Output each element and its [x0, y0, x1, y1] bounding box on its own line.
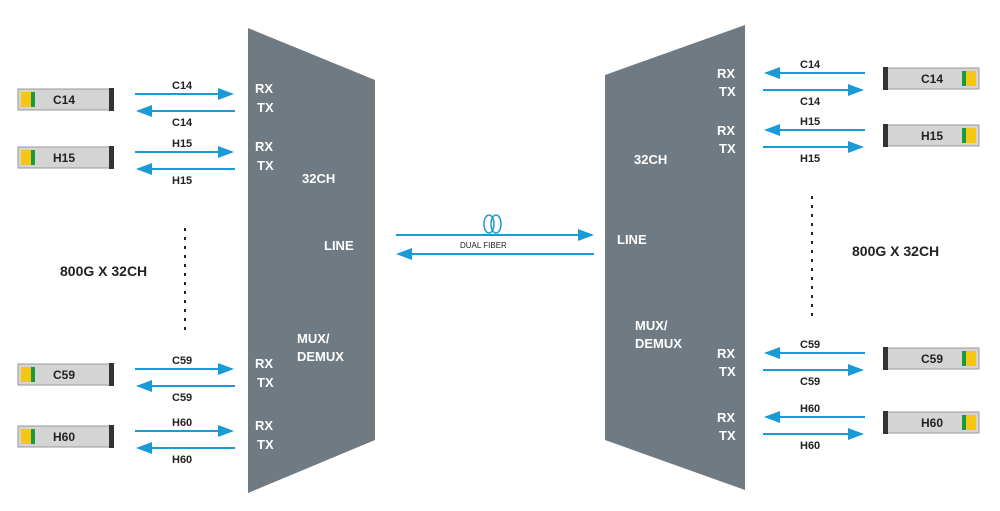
channel-label-top: C14	[172, 80, 193, 92]
tx-label: TX	[257, 100, 274, 115]
left-mux-label: MUX/	[297, 331, 330, 346]
rx-label: RX	[717, 123, 735, 138]
tx-label: TX	[719, 141, 736, 156]
channel-label-top: C59	[800, 339, 820, 351]
right-mux-demux	[605, 25, 745, 490]
channel-label-bottom: C59	[800, 376, 820, 388]
module-label: C14	[53, 93, 75, 107]
connector-bracket-icon	[883, 67, 888, 90]
channel-label-bottom: H60	[172, 454, 192, 466]
latch-icon	[966, 71, 976, 86]
led-icon	[31, 429, 35, 444]
fiber-coil-icon	[483, 214, 502, 234]
latch-icon	[966, 415, 976, 430]
led-icon	[962, 128, 966, 143]
connector-bracket-icon	[883, 124, 888, 147]
right-title: 32CH	[634, 152, 667, 167]
channel-label-top: H60	[172, 417, 192, 429]
rx-label: RX	[717, 66, 735, 81]
rx-label: RX	[255, 418, 273, 433]
led-icon	[31, 150, 35, 165]
left-capacity: 800G X 32CH	[60, 263, 147, 279]
rx-label: RX	[255, 139, 273, 154]
rx-label: RX	[717, 346, 735, 361]
channel-label-bottom: H15	[800, 153, 820, 165]
channel-label-top: C59	[172, 355, 192, 367]
module-label: C59	[921, 352, 943, 366]
tx-label: TX	[719, 364, 736, 379]
connector-bracket-icon	[883, 411, 888, 434]
rx-label: RX	[255, 81, 273, 96]
latch-icon	[21, 429, 31, 444]
led-icon	[962, 415, 966, 430]
dual-fiber-label: DUAL FIBER	[460, 241, 507, 250]
connector-bracket-icon	[109, 146, 114, 169]
channel-label-top: C14	[800, 59, 821, 71]
channel-label-top: H15	[800, 116, 820, 128]
module-label: H60	[53, 430, 75, 444]
left-demux-label: DEMUX	[297, 349, 344, 364]
channel-label-bottom: C14	[172, 117, 193, 129]
tx-label: TX	[257, 437, 274, 452]
channel-label-bottom: C14	[800, 96, 821, 108]
right-line-label: LINE	[617, 232, 647, 247]
module-label: H60	[921, 416, 943, 430]
led-icon	[962, 71, 966, 86]
led-icon	[962, 351, 966, 366]
channel-label-bottom: C59	[172, 392, 192, 404]
channel-label-top: H15	[172, 138, 192, 150]
latch-icon	[21, 367, 31, 382]
tx-label: TX	[257, 375, 274, 390]
rx-label: RX	[717, 410, 735, 425]
connector-bracket-icon	[883, 347, 888, 370]
right-mux-label: MUX/	[635, 318, 668, 333]
connector-bracket-icon	[109, 363, 114, 386]
module-label: H15	[921, 129, 943, 143]
channel-label-bottom: H60	[800, 440, 820, 452]
led-icon	[31, 367, 35, 382]
module-label: C59	[53, 368, 75, 382]
connector-bracket-icon	[109, 425, 114, 448]
connector-bracket-icon	[109, 88, 114, 111]
latch-icon	[21, 92, 31, 107]
latch-icon	[966, 128, 976, 143]
tx-label: TX	[719, 84, 736, 99]
left-title: 32CH	[302, 171, 335, 186]
channel-label-top: H60	[800, 403, 820, 415]
tx-label: TX	[257, 158, 274, 173]
left-line-label: LINE	[324, 238, 354, 253]
module-label: H15	[53, 151, 75, 165]
right-demux-label: DEMUX	[635, 336, 682, 351]
left-mux-demux	[248, 28, 375, 493]
channel-label-bottom: H15	[172, 175, 192, 187]
tx-label: TX	[719, 428, 736, 443]
right-capacity: 800G X 32CH	[852, 243, 939, 259]
led-icon	[31, 92, 35, 107]
module-label: C14	[921, 72, 943, 86]
latch-icon	[966, 351, 976, 366]
latch-icon	[21, 150, 31, 165]
rx-label: RX	[255, 356, 273, 371]
